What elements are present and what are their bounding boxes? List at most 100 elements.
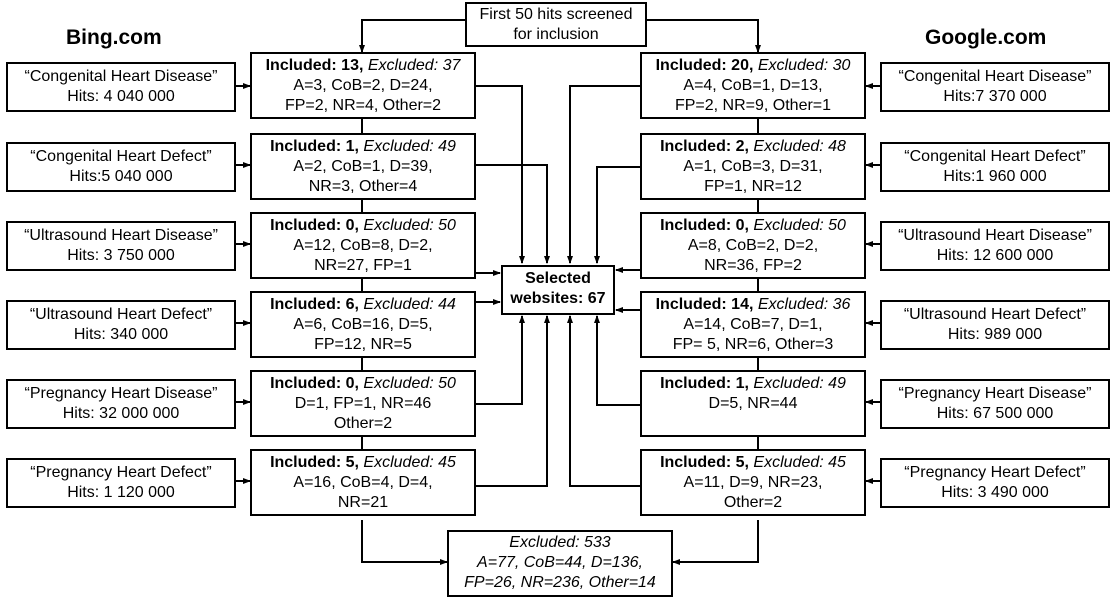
included-label: Included: <box>265 57 337 74</box>
included-count: 20, <box>731 57 754 74</box>
bing-result-box: Included: 0, Excluded: 50 D=1, FP=1, NR=… <box>250 370 476 437</box>
exclusion-reasons-line-2: FP=2, NR=4, Other=2 <box>284 97 442 114</box>
exclusion-reasons-line-2: NR=27, FP=1 <box>314 257 412 274</box>
included-label: Included: <box>270 296 342 313</box>
included-count: 2, <box>735 138 749 155</box>
excluded-count: Excluded: 45 <box>753 454 846 471</box>
hits-text: Hits: 340 000 <box>73 326 169 343</box>
query-text: “Congenital Heart Disease” <box>24 68 218 85</box>
exclusion-reasons-line-1: A=14, CoB=7, D=1, <box>683 316 823 333</box>
excluded-count: Excluded: 36 <box>757 296 851 313</box>
arrow-bing-r6-selected <box>476 315 550 487</box>
excluded-count: Excluded: 50 <box>363 217 456 234</box>
excluded-total-box: Excluded: 533 A=77, CoB=44, D=136, FP=26… <box>447 530 673 597</box>
result-header: Included: 5, Excluded: 45 <box>642 453 864 473</box>
excluded-count: Excluded: 50 <box>753 217 846 234</box>
excluded-count: Excluded: 50 <box>363 375 456 392</box>
included-label: Included: <box>660 454 732 471</box>
included-label: Included: <box>660 217 732 234</box>
google-query-box: “Ultrasound Heart Disease” Hits: 12 600 … <box>880 221 1110 271</box>
result-header: Included: 6, Excluded: 44 <box>252 295 474 315</box>
arrow-google-r1-selected <box>567 85 640 264</box>
result-header: Included: 5, Excluded: 45 <box>252 453 474 473</box>
google-query-box: “Congenital Heart Disease” Hits:7 370 00… <box>880 62 1110 112</box>
google-result-box: Included: 20, Excluded: 30 A=4, CoB=1, D… <box>640 52 866 119</box>
result-header: Included: 2, Excluded: 48 <box>642 137 864 157</box>
exclusion-reasons-line-2: Other=2 <box>723 494 783 511</box>
excluded-count: Excluded: 49 <box>753 375 846 392</box>
bing-result-box: Included: 1, Excluded: 49 A=2, CoB=1, D=… <box>250 133 476 200</box>
excluded-count: Excluded: 37 <box>367 57 461 74</box>
hits-text: Hits: 1 120 000 <box>67 484 175 501</box>
bing-result-box: Included: 5, Excluded: 45 A=16, CoB=4, D… <box>250 449 476 516</box>
query-text: “Congenital Heart Defect” <box>30 148 212 165</box>
screening-line-2: for inclusion <box>513 26 599 43</box>
query-text: “Ultrasound Heart Disease” <box>898 227 1092 244</box>
query-text: “Ultrasound Heart Defect” <box>903 306 1087 323</box>
included-label: Included: <box>660 375 732 392</box>
arrow-bing-to-excluded <box>361 520 448 565</box>
hits-text: Hits:5 040 000 <box>69 168 173 185</box>
bing-query-box: “Congenital Heart Disease” Hits: 4 040 0… <box>6 62 236 112</box>
result-header: Included: 0, Excluded: 50 <box>252 374 474 394</box>
excluded-count: Excluded: 45 <box>363 454 456 471</box>
google-query-box: “Pregnancy Heart Defect” Hits: 3 490 000 <box>880 458 1110 508</box>
excluded-total-line-2: A=77, CoB=44, D=136, <box>477 554 643 571</box>
google-query-box: “Pregnancy Heart Disease” Hits: 67 500 0… <box>880 379 1110 429</box>
exclusion-reasons-line-1: A=6, CoB=16, D=5, <box>293 316 433 333</box>
bing-result-box: Included: 0, Excluded: 50 A=12, CoB=8, D… <box>250 212 476 279</box>
google-query-box: “Ultrasound Heart Defect” Hits: 989 000 <box>880 300 1110 350</box>
hits-text: Hits: 3 750 000 <box>67 247 175 264</box>
hits-text: Hits: 989 000 <box>947 326 1043 343</box>
exclusion-reasons-line-1: A=3, CoB=2, D=24, <box>293 77 433 94</box>
selected-line-2: websites: 67 <box>510 290 606 307</box>
google-header: Google.com <box>925 26 1047 49</box>
selected-websites-box: Selected websites: 67 <box>501 265 615 315</box>
exclusion-reasons-line-1: A=8, CoB=2, D=2, <box>687 237 819 254</box>
arrow-bing-r1-selected <box>476 85 525 264</box>
screening-box: First 50 hits screened for inclusion <box>465 2 647 47</box>
exclusion-reasons-line-1: A=1, CoB=3, D=31, <box>683 158 823 175</box>
arrow-google-to-excluded <box>672 520 759 565</box>
query-text: “Pregnancy Heart Disease” <box>24 385 218 402</box>
included-count: 14, <box>731 296 754 313</box>
exclusion-reasons-line-2: NR=36, FP=2 <box>704 257 802 274</box>
arrow-google-r6-selected <box>567 315 640 487</box>
included-count: 1, <box>735 375 749 392</box>
query-text: “Pregnancy Heart Defect” <box>904 464 1086 481</box>
bing-header: Bing.com <box>66 26 162 49</box>
exclusion-reasons-line-1: A=4, CoB=1, D=13, <box>683 77 823 94</box>
included-count: 13, <box>341 57 364 74</box>
included-count: 5, <box>345 454 359 471</box>
query-text: “Ultrasound Heart Disease” <box>24 227 218 244</box>
hits-text: Hits: 67 500 000 <box>936 405 1054 422</box>
hits-text: Hits: 4 040 000 <box>67 88 175 105</box>
exclusion-reasons-line-2: FP=1, NR=12 <box>704 178 802 195</box>
excluded-count: Excluded: 48 <box>753 138 846 155</box>
included-label: Included: <box>270 454 342 471</box>
exclusion-reasons-line-1: D=5, NR=44 <box>708 395 798 412</box>
bing-result-box: Included: 13, Excluded: 37 A=3, CoB=2, D… <box>250 52 476 119</box>
google-result-box: Included: 14, Excluded: 36 A=14, CoB=7, … <box>640 291 866 358</box>
included-count: 0, <box>345 375 359 392</box>
exclusion-reasons-line-2: NR=3, Other=4 <box>308 178 418 195</box>
included-count: 0, <box>735 217 749 234</box>
excluded-count: Excluded: 30 <box>757 57 851 74</box>
arrow-top-to-bing <box>359 19 465 53</box>
result-header: Included: 0, Excluded: 50 <box>642 216 864 236</box>
bing-query-box: “Pregnancy Heart Defect” Hits: 1 120 000 <box>6 458 236 508</box>
result-header: Included: 1, Excluded: 49 <box>252 137 474 157</box>
bing-query-box: “Ultrasound Heart Disease” Hits: 3 750 0… <box>6 221 236 271</box>
result-header: Included: 1, Excluded: 49 <box>642 374 864 394</box>
result-header: Included: 0, Excluded: 50 <box>252 216 474 236</box>
excluded-count: Excluded: 44 <box>363 296 456 313</box>
bing-query-box: “Pregnancy Heart Disease” Hits: 32 000 0… <box>6 379 236 429</box>
result-header: Included: 14, Excluded: 36 <box>642 295 864 315</box>
exclusion-reasons-line-2: Other=2 <box>333 415 393 432</box>
google-result-box: Included: 0, Excluded: 50 A=8, CoB=2, D=… <box>640 212 866 279</box>
query-text: “Congenital Heart Disease” <box>898 68 1092 85</box>
exclusion-reasons-line-1: A=2, CoB=1, D=39, <box>293 158 433 175</box>
excluded-total-line-3: FP=26, NR=236, Other=14 <box>464 574 656 591</box>
hits-text: Hits: 3 490 000 <box>941 484 1049 501</box>
